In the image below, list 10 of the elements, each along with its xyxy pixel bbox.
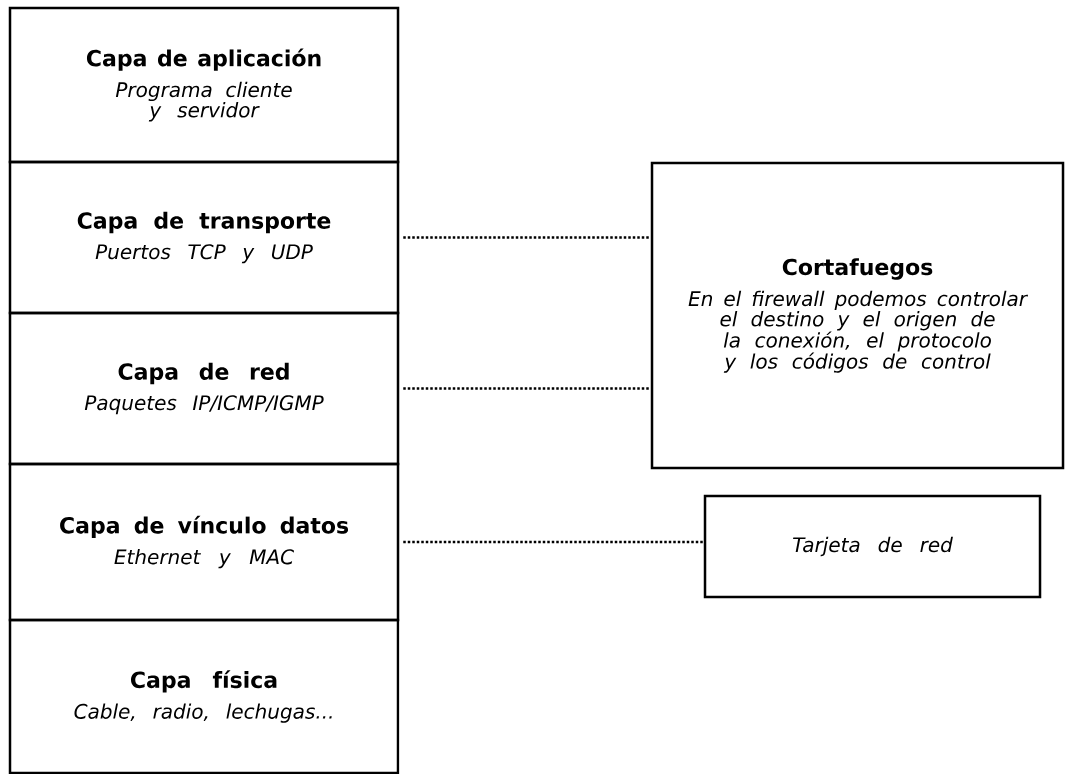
network-card-box: Tarjeta de red — [703, 494, 1042, 599]
dotted-line — [403, 540, 704, 544]
firewall-box: Cortafuegos En el firewall podemos controlar el destino y el origen de la conexión, el protocolo y los códigos de control — [650, 161, 1065, 470]
layer-box: Capa de transporte Puertos TCP y UDP — [8, 160, 400, 315]
layer-box: Capa física Cable, radio, lechugas... — [8, 618, 400, 774]
layer-box: Capa de aplicación Programa cliente y servidor — [8, 6, 400, 164]
layer-box: Capa de vínculo datos Ethernet y MAC — [8, 462, 400, 622]
layer-box: Capa de red Paquetes IP/ICMP/IGMP — [8, 311, 400, 466]
dotted-line — [403, 236, 651, 239]
dotted-line — [403, 387, 651, 390]
